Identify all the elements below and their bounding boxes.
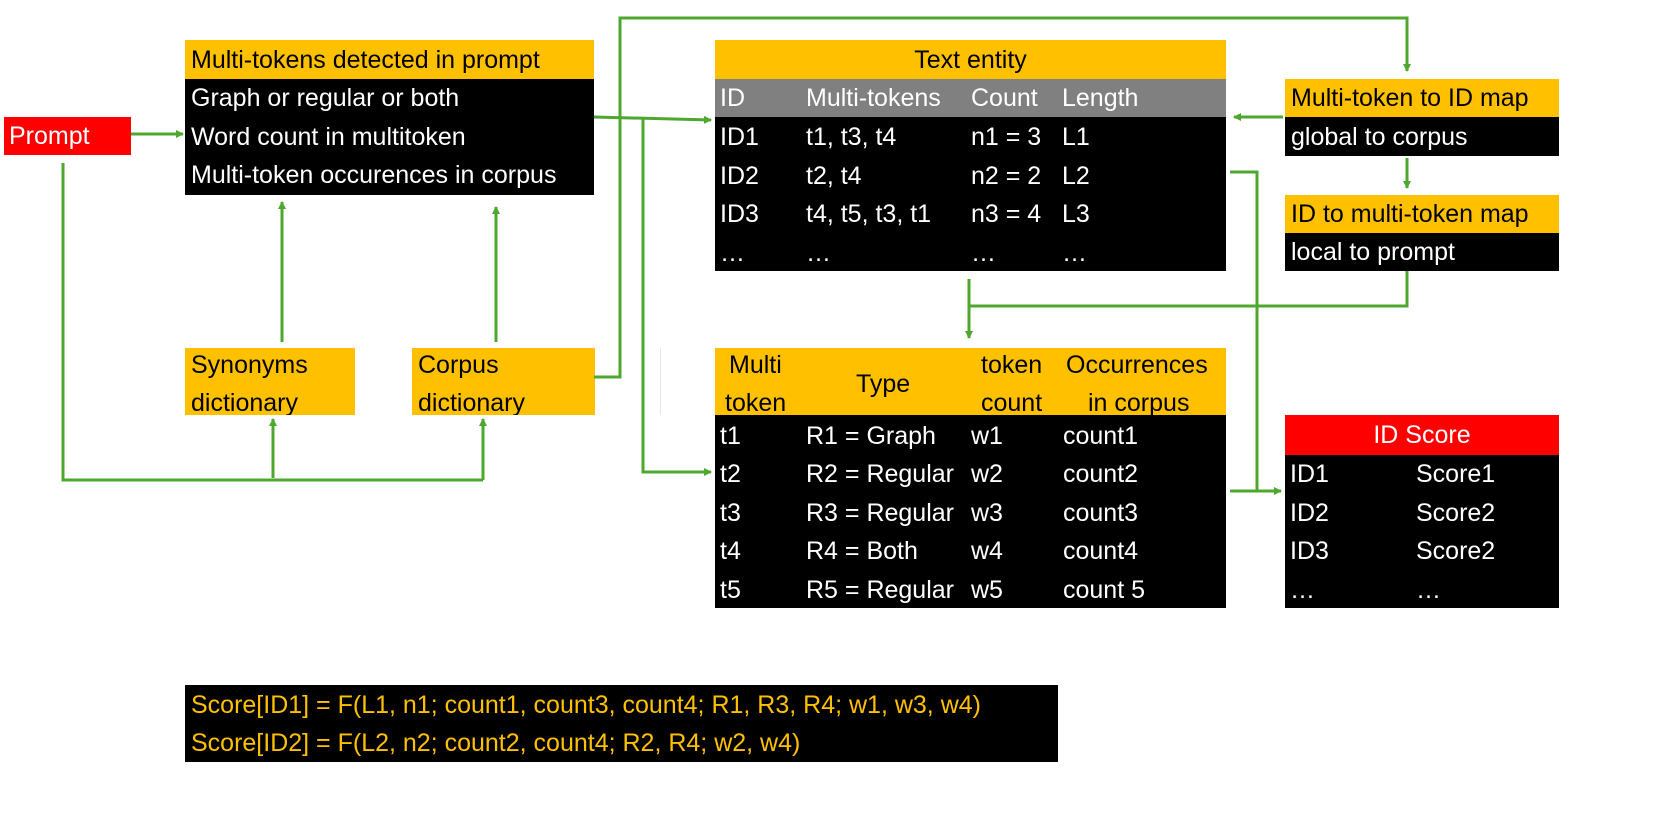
text-entity-title-label: Text entity [914, 46, 1027, 74]
id-to-mt-header-label: ID to multi-token map [1291, 200, 1529, 228]
text-entity-title: Text entity [715, 40, 1226, 79]
multitokens-line: Graph or regular or both [191, 84, 460, 112]
token-table-header: Multi token Type token count Occurrences… [715, 348, 1226, 415]
table-cell: w4 [971, 537, 1003, 565]
table-cell: t5 [720, 576, 741, 604]
id-to-mt-header: ID to multi-token map [1285, 195, 1559, 233]
column-header: Count [971, 84, 1038, 112]
table-cell: ID3 [1290, 537, 1329, 565]
column-header: token [725, 389, 787, 415]
prompt-label: Prompt [9, 122, 90, 150]
table-cell: w5 [971, 576, 1003, 604]
table-cell: … [971, 239, 996, 267]
id-to-mt-body: local to prompt [1285, 233, 1559, 271]
arrow-multitokens-to-token-table [641, 117, 712, 476]
table-cell: w1 [971, 422, 1003, 450]
line-id-map-to-token-table [969, 271, 1409, 308]
multitokens-line: Multi-token occurences in corpus [191, 161, 557, 189]
table-cell: t2 [720, 460, 741, 488]
table-cell: ID2 [1290, 499, 1329, 527]
table-cell: t4, t5, t3, t1 [806, 200, 932, 228]
table-cell: … [720, 239, 745, 267]
id-score-header-label: ID Score [1373, 421, 1471, 449]
mt-to-id-header: Multi-token to ID map [1285, 79, 1559, 117]
table-cell: R5 = Regular [806, 576, 954, 604]
arrow-entity-to-score [1230, 170, 1282, 495]
text-entity-rows: ID1 t1, t3, t4 n1 = 3 L1 ID2 t2, t4 n2 =… [715, 117, 1226, 271]
corpus-dictionary-box: Corpus dictionary [412, 348, 595, 415]
table-cell: n3 = 4 [971, 200, 1042, 228]
table-cell: L2 [1062, 162, 1090, 190]
table-cell: w2 [971, 460, 1003, 488]
table-cell: R2 = Regular [806, 460, 954, 488]
column-header: count [981, 389, 1043, 415]
multitokens-header: Multi-tokens detected in prompt [185, 40, 594, 79]
table-cell: t1 [720, 422, 741, 450]
table-cell: ID2 [720, 162, 759, 190]
table-cell: n2 = 2 [971, 162, 1042, 190]
formula-box: Score[ID1] = F(L1, n1; count1, count3, c… [185, 685, 1058, 762]
column-header: Type [856, 370, 911, 398]
table-cell: ID3 [720, 200, 759, 228]
corpus-line1: Corpus [418, 351, 499, 379]
multitokens-line: Word count in multitoken [191, 123, 466, 151]
prompt-box: Prompt [4, 117, 131, 155]
table-cell: count3 [1063, 499, 1139, 527]
table-cell: t2, t4 [806, 162, 862, 190]
table-cell: L1 [1062, 123, 1090, 151]
table-cell: … [1290, 576, 1315, 604]
table-cell: L3 [1062, 200, 1090, 228]
mt-to-id-header-label: Multi-token to ID map [1291, 84, 1529, 112]
id-to-mt-body-label: local to prompt [1291, 238, 1455, 266]
table-cell: count4 [1063, 537, 1139, 565]
multitokens-body: Graph or regular or both Word count in m… [185, 79, 594, 195]
column-header: Multi [729, 351, 782, 379]
table-cell: R3 = Regular [806, 499, 954, 527]
table-cell: Score2 [1416, 499, 1496, 527]
table-cell: R1 = Graph [806, 422, 936, 450]
id-score-header: ID Score [1285, 415, 1559, 455]
separator-line [660, 348, 661, 415]
table-cell: ID1 [720, 123, 759, 151]
table-cell: … [806, 239, 831, 267]
table-cell: t3 [720, 499, 741, 527]
table-cell: count 5 [1063, 576, 1146, 604]
formula-line: Score[ID1] = F(L1, n1; count1, count3, c… [191, 691, 981, 719]
table-cell: … [1062, 239, 1087, 267]
table-cell: t4 [720, 537, 741, 565]
text-entity-column-headers: ID Multi-tokens Count Length [715, 79, 1226, 117]
table-cell: t1, t3, t4 [806, 123, 897, 151]
token-table-rows: t1 R1 = Graph w1 count1 t2 R2 = Regular … [715, 415, 1226, 608]
table-cell: Score1 [1416, 460, 1496, 488]
table-cell: … [1416, 576, 1441, 604]
formula-line: Score[ID2] = F(L2, n2; count2, count4; R… [191, 729, 801, 757]
arrow-multitokens-to-entity [593, 115, 712, 124]
column-header: Multi-tokens [806, 84, 941, 112]
line-prompt-down [61, 163, 483, 482]
column-header: token [981, 351, 1043, 379]
column-header: Length [1062, 84, 1139, 112]
mt-to-id-body-label: global to corpus [1291, 123, 1468, 151]
mt-to-id-body: global to corpus [1285, 117, 1559, 156]
id-score-rows: ID1 Score1 ID2 Score2 ID3 Score2 … … [1285, 455, 1559, 608]
synonyms-line1: Synonyms [191, 351, 308, 379]
table-cell: n1 = 3 [971, 123, 1042, 151]
column-header: Occurrences [1066, 351, 1208, 379]
synonyms-line2: dictionary [191, 389, 298, 415]
table-cell: count2 [1063, 460, 1139, 488]
table-cell: Score2 [1416, 537, 1496, 565]
column-header: in corpus [1088, 389, 1190, 415]
table-cell: w3 [971, 499, 1003, 527]
multitokens-header-label: Multi-tokens detected in prompt [191, 46, 540, 74]
column-header: ID [720, 84, 745, 112]
synonyms-dictionary-box: Synonyms dictionary [185, 348, 355, 415]
table-cell: R4 = Both [806, 537, 918, 565]
corpus-line2: dictionary [418, 389, 525, 415]
arrow-corpus-to-mt-map [594, 16, 1411, 379]
table-cell: count1 [1063, 422, 1139, 450]
table-cell: ID1 [1290, 460, 1329, 488]
